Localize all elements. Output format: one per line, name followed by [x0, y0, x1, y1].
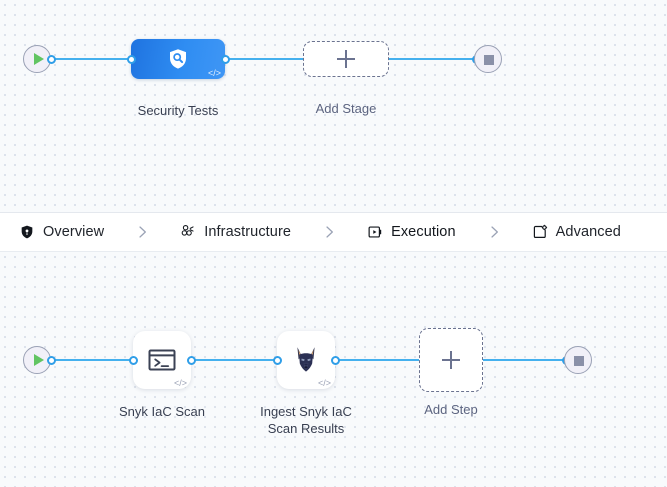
step2-input-port[interactable] — [273, 355, 282, 365]
add-step-node[interactable] — [419, 328, 483, 392]
stop-icon — [574, 356, 584, 366]
play-icon — [34, 53, 44, 65]
shield-icon — [21, 225, 33, 239]
start-output-port[interactable] — [47, 54, 56, 64]
snyk-doberman-icon — [297, 347, 315, 372]
add-stage-label: Add Stage — [315, 101, 377, 116]
tab-overview[interactable]: Overview — [17, 213, 106, 252]
stop-icon — [484, 55, 494, 65]
link-start-to-stage — [50, 58, 132, 60]
settings-box-icon — [533, 224, 547, 238]
link-stage-to-add — [226, 58, 303, 60]
step1-output-port[interactable] — [187, 355, 196, 365]
step1-label: Snyk IaC Scan — [119, 404, 205, 419]
link-start-to-step1 — [50, 359, 134, 361]
step1-input-port[interactable] — [129, 355, 138, 365]
cluster-nodes-icon — [181, 224, 194, 236]
stage-node-security-tests[interactable]: </> — [131, 39, 225, 79]
chevron-right-icon — [491, 226, 498, 238]
step-code-badge[interactable]: </> — [317, 378, 331, 388]
pipeline-start-node[interactable] — [23, 45, 51, 73]
shield-search-icon — [170, 49, 186, 69]
plus-icon — [442, 351, 460, 369]
stage-code-badge[interactable]: </> — [207, 68, 221, 78]
pipeline-end-node[interactable] — [474, 45, 502, 73]
execution-end-node[interactable] — [564, 346, 592, 374]
tab-infrastructure[interactable]: Infrastructure — [178, 213, 293, 252]
link-step1-to-step2 — [192, 359, 279, 361]
step2-label: Ingest Snyk IaC Scan Results — [260, 404, 352, 436]
execution-start-port[interactable] — [47, 355, 56, 365]
pipeline-tabbar: Overview Infrastructure Execu — [0, 212, 667, 257]
terminal-icon — [148, 349, 176, 371]
step2-output-port[interactable] — [331, 355, 340, 365]
plus-icon — [337, 50, 355, 68]
tab-execution-label: Execution — [391, 224, 456, 240]
link-add-to-end — [389, 58, 475, 60]
step-node-snyk-iac-scan[interactable]: </> — [133, 331, 191, 389]
play-icon — [34, 354, 44, 366]
add-stage-node[interactable] — [303, 41, 389, 77]
stage-input-port[interactable] — [127, 54, 136, 64]
link-step2-to-add — [337, 359, 419, 361]
step-code-badge[interactable]: </> — [173, 378, 187, 388]
tab-overview-label: Overview — [43, 224, 105, 240]
tab-advanced[interactable]: Advanced — [530, 213, 623, 252]
play-box-icon — [368, 226, 382, 238]
tab-advanced-label: Advanced — [555, 224, 621, 240]
stage-label: Security Tests — [137, 103, 219, 118]
chevron-right-icon — [139, 226, 147, 238]
tab-execution[interactable]: Execution — [359, 213, 464, 257]
add-step-label: Add Step — [424, 402, 478, 417]
execution-canvas[interactable]: </> Snyk IaC Scan </> — [0, 252, 667, 487]
link-add-to-end — [483, 359, 565, 361]
step-node-ingest-snyk-results[interactable]: </> — [277, 331, 335, 389]
stage-canvas[interactable]: </> Security Tests Add Stage — [0, 0, 667, 212]
tab-infrastructure-label: Infrastructure — [204, 224, 292, 240]
chevron-right-icon — [326, 226, 334, 238]
stage-output-port[interactable] — [221, 54, 230, 64]
